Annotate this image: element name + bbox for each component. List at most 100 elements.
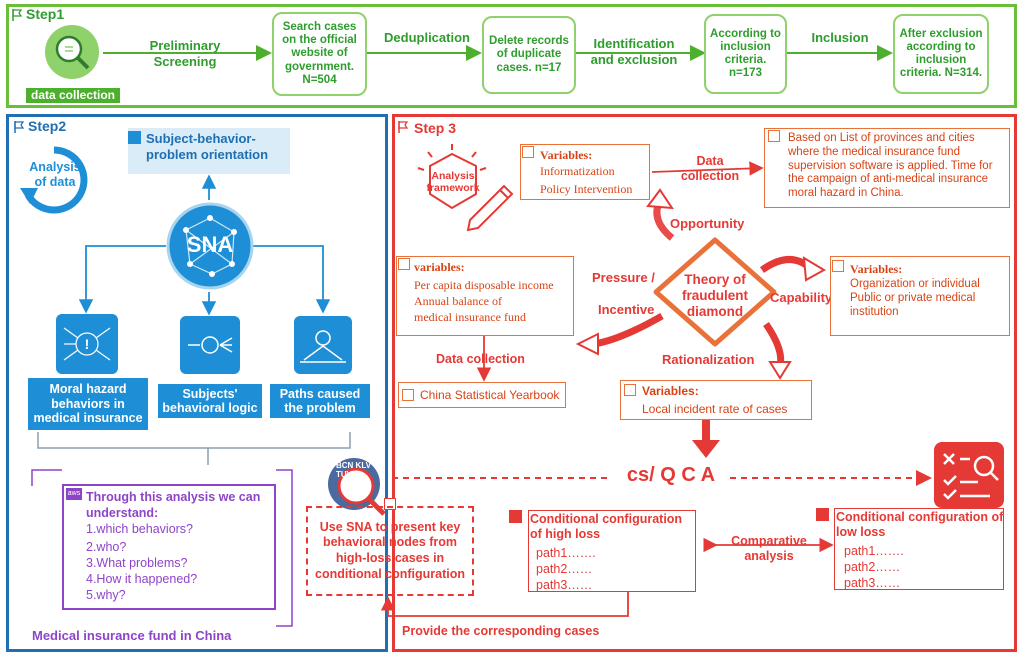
- sna-note-box: Use SNA to present key behavioral nodes …: [306, 506, 474, 596]
- note-top-text: Based on List of provinces and cities wh…: [788, 132, 993, 200]
- fraud-diamond-shape: [653, 237, 777, 347]
- variables-left-item: Annual balance of: [414, 294, 502, 308]
- qca-label: cs/ Q C A: [626, 464, 716, 486]
- step3-panel: [392, 114, 1017, 652]
- variables-bottom-tag-icon: [624, 384, 636, 396]
- opportunity-label: Opportunity: [670, 216, 745, 231]
- analysis-framework-label: Analysis framework: [426, 170, 480, 195]
- aws-badge: aws: [66, 488, 82, 500]
- high-loss-box: [528, 510, 696, 592]
- variables-top-item: Policy Intervention: [540, 182, 633, 196]
- high-loss-path: path2……: [536, 562, 593, 576]
- variables-bottom-title: Variables:: [642, 384, 699, 398]
- edge-inclusion: Inclusion: [811, 30, 869, 45]
- variables-left-box: [396, 256, 574, 336]
- step3-label: Step 3: [414, 120, 457, 136]
- box-search-cases: Search cases on the official website of …: [272, 12, 367, 96]
- understand-item: 1.which behaviors?: [86, 522, 194, 536]
- analysis-of-data-label: Analysis of data: [29, 160, 81, 189]
- variables-left-tag-icon: [398, 258, 410, 270]
- pressure-label: Pressure /: [592, 270, 655, 285]
- note-top-tag-icon: [768, 130, 780, 142]
- variables-right-item: Organization or individual: [850, 278, 980, 290]
- orientation-lock-icon: [128, 131, 141, 144]
- paths-problem-box: Paths caused the problem: [270, 384, 370, 418]
- data-collection-left-label: Data collection: [436, 352, 525, 366]
- low-loss-lock-icon: [816, 508, 829, 521]
- variables-bottom-box: [620, 380, 812, 420]
- orientation-box: [128, 128, 290, 174]
- variables-right-tag-icon: [832, 260, 844, 272]
- incentive-label: Incentive: [598, 302, 655, 317]
- high-loss-lock-icon: [509, 510, 522, 523]
- medical-insurance-fund-label: Medical insurance fund in China: [32, 628, 232, 643]
- variables-top-item: Informatization: [540, 164, 615, 178]
- step2-flag-icon: [14, 120, 25, 133]
- note-top-box: [764, 128, 1010, 208]
- step1-flag-icon: [12, 8, 23, 21]
- edge-deduplication: Deduplication: [384, 30, 470, 45]
- behavioral-logic-icon: [180, 316, 240, 374]
- high-loss-title: Conditional configuration of high loss: [530, 512, 683, 541]
- sna-label: SNA: [186, 232, 234, 257]
- analysis-cycle-icon: [20, 146, 88, 214]
- box-inclusion-criteria: According to inclusion criteria. n=173: [704, 14, 787, 94]
- sna-letters: BCN KLV TUV: [336, 461, 371, 479]
- variables-right-box: [830, 256, 1010, 336]
- step1-label: Step1: [26, 6, 65, 22]
- theory-fraud-diamond-label: Theory of fraudulent diamond: [682, 272, 748, 320]
- data-collection-label: data collection: [26, 88, 120, 103]
- comparative-analysis-label: Comparative analysis: [731, 534, 807, 563]
- rationalization-label: Rationalization: [662, 352, 755, 367]
- qca-checklist-icon: [934, 442, 1004, 508]
- paths-problem-icon: [294, 316, 352, 374]
- variables-bottom-item: Local incident rate of cases: [642, 402, 788, 416]
- high-loss-path: path1…….: [536, 546, 596, 560]
- variables-top-title: Variables:: [540, 148, 593, 162]
- step1-panel: [6, 4, 1017, 108]
- edge-identification-exclusion: Identification and exclusion: [590, 36, 678, 67]
- yearbook-tag-icon: [402, 389, 414, 401]
- sna-connectors: [37, 174, 351, 465]
- step2-label: Step2: [28, 118, 67, 134]
- high-loss-path: path3……: [536, 578, 593, 592]
- understand-item: 5.why?: [86, 588, 126, 602]
- purple-bracket: [31, 469, 293, 627]
- edge-preliminary-screening: Preliminary Screening: [149, 38, 221, 69]
- variables-left-item: medical insurance fund: [414, 310, 526, 324]
- understand-item: 3.What problems?: [86, 556, 188, 570]
- sna-network-icon: [166, 202, 254, 290]
- variables-right-title: Variables:: [850, 262, 903, 276]
- step1-arrows: [103, 45, 893, 61]
- variables-top-box: [520, 144, 650, 200]
- low-loss-path: path1…….: [844, 544, 904, 558]
- data-collection-top-label: Data collection: [680, 154, 740, 183]
- variables-right-item: Public or private medical: [850, 292, 976, 304]
- orientation-label: Subject-behavior-problem orientation: [146, 131, 269, 163]
- variables-left-title: variables:: [414, 260, 465, 274]
- variables-right-item: institution: [850, 306, 899, 318]
- yearbook-label: China Statistical Yearbook: [420, 388, 560, 402]
- low-loss-box: [834, 508, 1004, 590]
- box-delete-duplicates: Delete records of duplicate cases. n=17: [482, 16, 576, 94]
- low-loss-title: Conditional configuration of low loss: [836, 510, 1004, 539]
- understand-box: [62, 484, 276, 610]
- step2-panel: [6, 114, 388, 652]
- variables-left-item: Per capita disposable income: [414, 278, 554, 292]
- data-collection-magnifier-icon: [42, 22, 102, 82]
- analysis-framework-icon: [417, 144, 514, 232]
- moral-hazard-box: Moral hazard behaviors in medical insura…: [28, 378, 148, 430]
- capability-label: Capability: [770, 290, 833, 305]
- yearbook-box: [398, 382, 566, 408]
- variables-top-tag-icon: [522, 146, 534, 158]
- understand-title: Through this analysis we can understand:: [86, 490, 261, 520]
- moral-hazard-icon: !: [56, 314, 118, 374]
- step3-flag-icon: [398, 120, 409, 133]
- behavioral-logic-box: Subjects' behavioral logic: [158, 384, 262, 418]
- sna-magnifier-icon: [324, 454, 394, 524]
- low-loss-path: path3……: [844, 576, 901, 590]
- svg-text:!: !: [85, 336, 90, 352]
- understand-item: 2.who?: [86, 540, 127, 554]
- low-loss-path: path2……: [844, 560, 901, 574]
